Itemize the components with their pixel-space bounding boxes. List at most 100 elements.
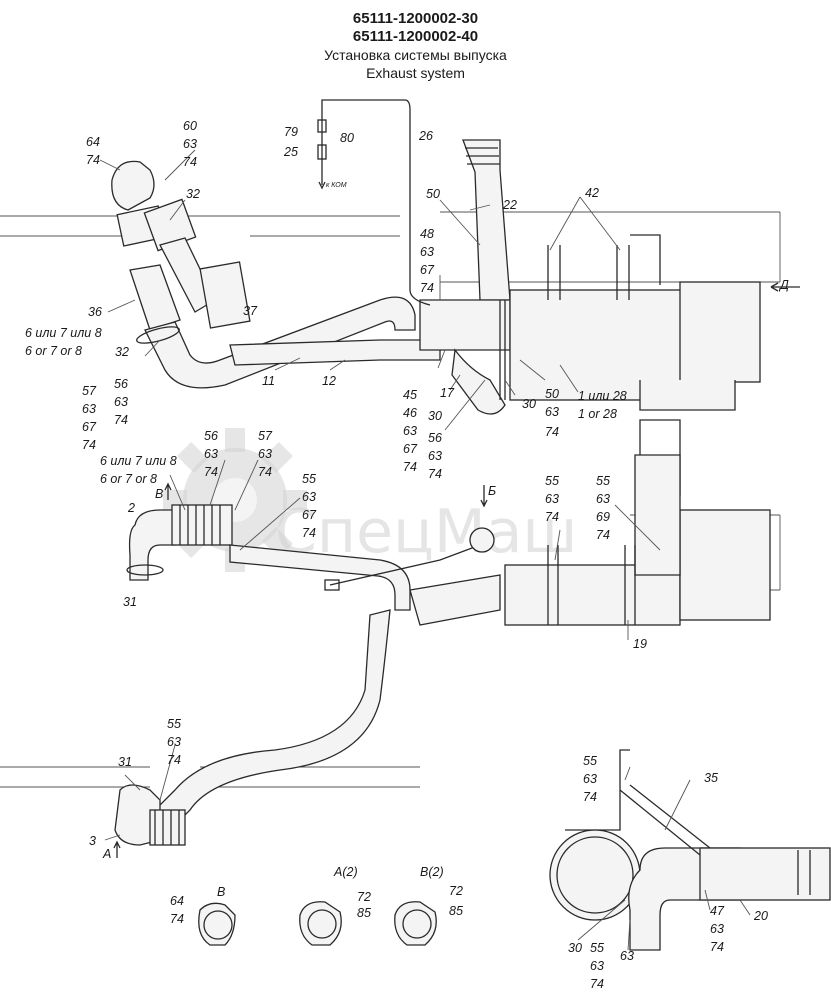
part-label: 20	[753, 909, 768, 923]
part-code-1: 65111-1200002-30	[352, 10, 479, 27]
part-label: 74	[403, 460, 417, 474]
part-label: 63	[420, 245, 434, 259]
part-label: 63	[428, 449, 442, 463]
part-label: 63	[302, 490, 316, 504]
part-label: 72	[357, 890, 371, 904]
part-label: 50	[545, 387, 559, 401]
part-label: А(2)	[333, 865, 358, 879]
part-label: 63	[583, 772, 597, 786]
part-label: 55	[590, 941, 604, 955]
part-label: 85	[449, 904, 463, 918]
part-label: 80	[340, 131, 354, 145]
part-label: 63	[545, 405, 559, 419]
part-label: 31	[118, 755, 132, 769]
part-label: 67	[420, 263, 435, 277]
part-label: 63	[167, 735, 181, 749]
part-label: 67	[302, 508, 317, 522]
part-label: 56	[114, 377, 128, 391]
upper-downpipe-and-silencer	[419, 139, 761, 496]
part-label: 85	[357, 906, 371, 920]
arrow-icon	[113, 840, 121, 858]
part-label: 37	[243, 304, 258, 318]
part-label: 32	[115, 345, 129, 359]
part-label: 63	[545, 492, 559, 506]
part-label: 63	[710, 922, 724, 936]
part-label: 63	[82, 402, 96, 416]
part-label: 55	[583, 754, 597, 768]
part-label: 56	[428, 431, 442, 445]
part-label: 74	[590, 977, 604, 991]
part-label: 74	[428, 467, 442, 481]
part-label: 12	[322, 374, 336, 388]
part-label: 42	[585, 186, 599, 200]
watermark-logo: СпецМаш	[163, 428, 577, 572]
part-label: 56	[204, 429, 218, 443]
part-label: 67	[403, 442, 418, 456]
part-label: 2	[127, 501, 135, 515]
part-label: 25	[283, 145, 298, 159]
part-label: 1 or 28	[578, 407, 617, 421]
part-label: 74	[183, 155, 197, 169]
part-label: 63	[258, 447, 272, 461]
part-label: 3	[89, 834, 96, 848]
part-label: 30	[428, 409, 442, 423]
part-label: 32	[186, 187, 200, 201]
part-label: 69	[596, 510, 610, 524]
part-label: 74	[545, 425, 559, 439]
part-label: 31	[123, 595, 137, 609]
part-label: 48	[420, 227, 434, 241]
lower-right-detail	[549, 749, 831, 951]
part-label: 45	[403, 388, 417, 402]
part-label: 46	[403, 406, 417, 420]
part-label: 74	[302, 526, 316, 540]
part-label: 63	[204, 447, 218, 461]
part-label: Б	[488, 484, 496, 498]
part-label: 6 or 7 or 8	[100, 472, 157, 486]
part-label: 74	[82, 438, 96, 452]
arrow-icon	[770, 282, 800, 292]
upper-turbo-pipes	[111, 160, 441, 389]
part-label: 64	[170, 894, 184, 908]
part-label: 63	[590, 959, 604, 973]
bottom-views	[198, 901, 437, 946]
part-label: 6 or 7 or 8	[25, 344, 82, 358]
part-label: 72	[449, 884, 463, 898]
drawing-header: 65111-1200002-30 65111-1200002-40 Устано…	[0, 10, 831, 82]
middle-exhaust-assembly	[114, 454, 771, 846]
part-label: 55	[302, 472, 316, 486]
part-label: 74	[170, 912, 184, 926]
part-label: В	[217, 885, 225, 899]
part-label: 79	[284, 125, 298, 139]
part-label: 19	[633, 637, 647, 651]
part-label: 55	[545, 474, 559, 488]
part-label: 74	[596, 528, 610, 542]
part-label: 50	[426, 187, 440, 201]
part-label: Д	[778, 278, 789, 292]
part-label: 74	[420, 281, 434, 295]
part-label: 17	[440, 386, 455, 400]
part-label: 60	[183, 119, 197, 133]
part-label: 74	[258, 465, 272, 479]
part-label: 36	[88, 305, 102, 319]
part-label: 57	[258, 429, 273, 443]
part-label: 74	[167, 753, 181, 767]
arrow-icon	[164, 482, 172, 500]
part-label: 63	[114, 395, 128, 409]
part-label: 63	[183, 137, 197, 151]
part-label: 35	[704, 771, 718, 785]
part-label: 63	[596, 492, 610, 506]
part-label: 64	[86, 135, 100, 149]
part-label: 11	[262, 374, 275, 388]
part-label: 30	[522, 397, 536, 411]
part-label: 30	[568, 941, 582, 955]
part-label: 6 или 7 или 8	[25, 326, 102, 340]
hose-tube-26	[317, 99, 431, 306]
part-code-2: 65111-1200002-40	[352, 28, 479, 45]
part-label: 63	[403, 424, 417, 438]
part-label: 63	[620, 949, 634, 963]
title-english: Exhaust system	[366, 65, 465, 81]
part-label: 26	[418, 129, 433, 143]
arrow-icon	[480, 485, 488, 508]
part-label: 47	[710, 904, 725, 918]
